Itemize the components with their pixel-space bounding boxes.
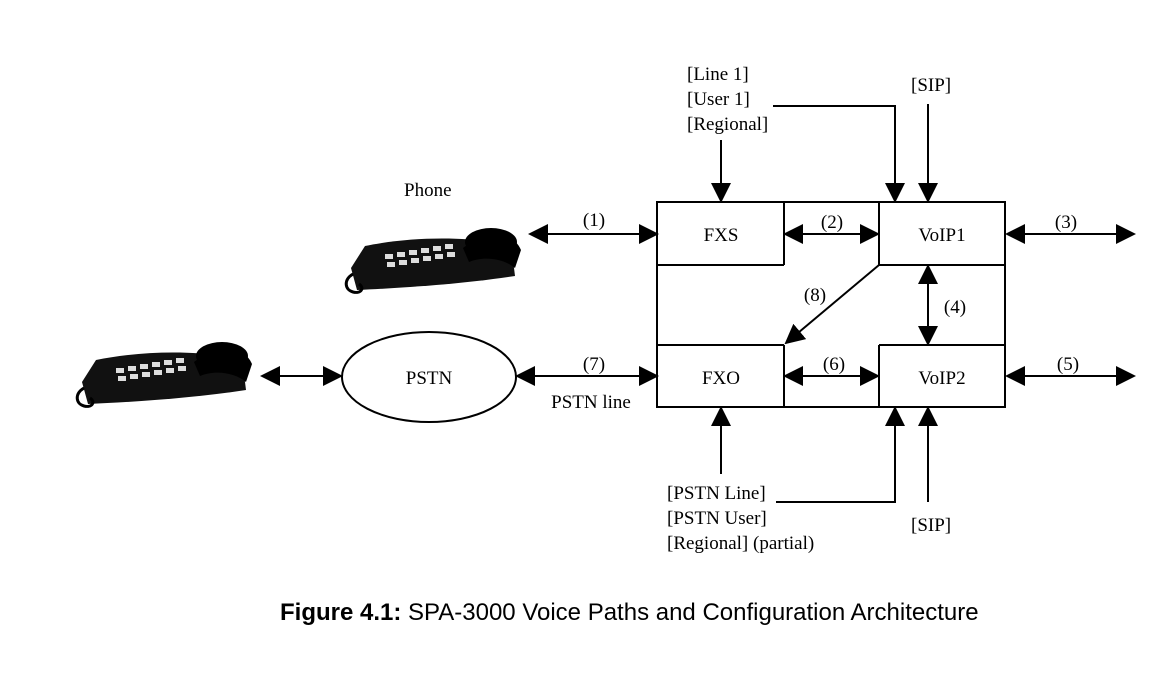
pstn-line-label: PSTN line	[551, 392, 631, 413]
path-5-label: (5)	[1057, 354, 1079, 375]
path-6-label: (6)	[823, 354, 845, 375]
path-4-label: (4)	[944, 297, 966, 318]
voip2-label: VoIP2	[918, 368, 965, 389]
telephone-icon	[344, 226, 523, 294]
fxs-label: FXS	[704, 225, 739, 246]
caption-text: SPA-3000 Voice Paths and Configuration A…	[401, 599, 978, 626]
path-2-label: (2)	[821, 212, 843, 233]
fxo-label: FXO	[702, 368, 740, 389]
config-bottom-pstn-user: [PSTN User]	[667, 508, 767, 529]
phone-label: Phone	[404, 180, 452, 201]
path-8-label: (8)	[804, 285, 826, 306]
config-bottom-arrow-voip2	[776, 406, 905, 503]
sip-bottom-label: [SIP]	[911, 515, 951, 536]
caption-bold: Figure 4.1:	[280, 599, 401, 626]
config-top-line1: [Line 1]	[687, 64, 749, 85]
path-3-label: (3)	[1055, 212, 1077, 233]
figure-caption: Figure 4.1: SPA-3000 Voice Paths and Con…	[280, 599, 979, 626]
config-top-regional: [Regional]	[687, 114, 768, 135]
sip-top-label: [SIP]	[911, 75, 951, 96]
telephone-icon	[75, 340, 254, 408]
path-7-label: (7)	[583, 354, 605, 375]
path-8-arrow	[784, 264, 880, 345]
voip1-label: VoIP1	[918, 225, 965, 246]
config-top-user1: [User 1]	[687, 89, 750, 110]
config-top-arrow-voip1	[773, 105, 905, 203]
pstn-label: PSTN	[406, 368, 453, 389]
path-1-label: (1)	[583, 210, 605, 231]
config-bottom-regional: [Regional] (partial)	[667, 533, 814, 554]
config-bottom-pstn-line: [PSTN Line]	[667, 483, 766, 504]
